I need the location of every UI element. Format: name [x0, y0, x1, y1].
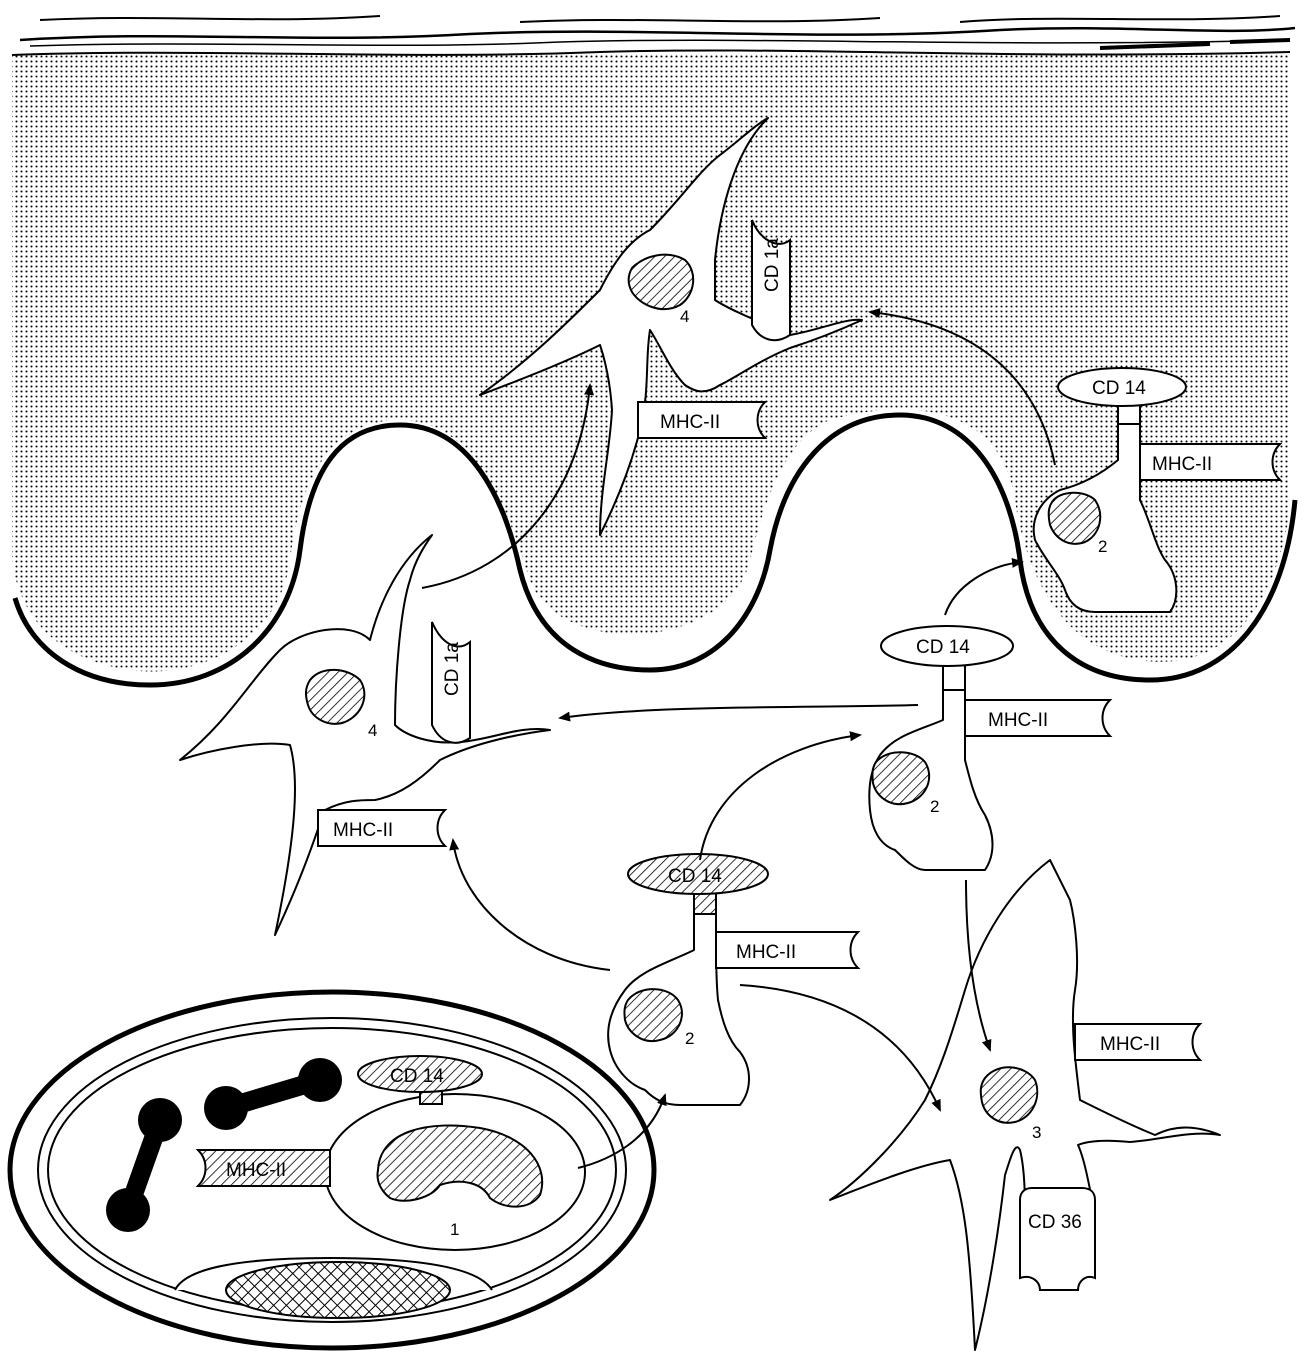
cell-number-4-top: 4 — [680, 307, 689, 326]
mhc2-receptor-vessel: MHC-II — [198, 1150, 330, 1186]
cd1a-label-dermis: CD 1a — [442, 642, 463, 696]
arrow-cell2-to-cell2-upper — [700, 735, 860, 860]
svg-text:CD 14: CD 14 — [390, 1066, 444, 1087]
cd14-receptor-dermis-middle: CD 14 — [628, 854, 768, 914]
svg-text:MHC-II: MHC-II — [333, 820, 393, 841]
nucleus-cell2-epidermis — [1049, 493, 1101, 544]
cell-number-2-epidermis: 2 — [1098, 537, 1107, 556]
cell-number-3: 3 — [1032, 1123, 1041, 1142]
cd1a-label-top: CD 1a — [762, 238, 783, 292]
cell-number-4-dermis: 4 — [368, 721, 377, 740]
cell-number-2-dermis-upper: 2 — [930, 797, 939, 816]
blood-vessel: 1 CD 14 MHC-II — [10, 992, 654, 1348]
cd36-receptor: CD 36 — [1020, 1188, 1095, 1290]
svg-text:MHC-II: MHC-II — [988, 710, 1048, 731]
arrow-cell2-upper-to-cell2-epidermis — [945, 562, 1022, 615]
monocyte-cell-dermis-middle: 2 CD 14 MHC-II — [608, 854, 858, 1105]
arrow-cell2-to-cell4-dermis — [453, 840, 610, 970]
svg-text:CD 14: CD 14 — [916, 637, 970, 658]
svg-text:CD 14: CD 14 — [1092, 378, 1146, 399]
nucleus-cell2-dermis-upper — [872, 752, 929, 804]
monocyte-cell-dermis-upper: 2 CD 14 MHC-II — [869, 626, 1110, 870]
svg-text:MHC-II: MHC-II — [226, 1160, 286, 1181]
svg-text:MHC-II: MHC-II — [660, 412, 720, 433]
svg-text:MHC-II: MHC-II — [1152, 454, 1212, 475]
mhc2-receptor-cell4-top: MHC-II — [638, 402, 765, 438]
mhc2-receptor-cell4-dermis: MHC-II — [318, 810, 445, 846]
mhc2-receptor-cell3: MHC-II — [1075, 1024, 1200, 1060]
dermal-dendritic-cell: 3 MHC-II CD 36 — [830, 860, 1220, 1350]
svg-text:MHC-II: MHC-II — [736, 942, 796, 963]
nucleus-cell4-dermis — [306, 670, 364, 724]
endothelial-nucleus — [226, 1262, 450, 1318]
nucleus-cell2-dermis-middle — [624, 989, 682, 1041]
svg-text:CD 36: CD 36 — [1028, 1212, 1082, 1233]
cell-number-2-dermis-middle: 2 — [685, 1029, 694, 1048]
mhc2-receptor-epidermis-right: MHC-II — [1140, 444, 1280, 480]
arrow-cell2-to-cell3 — [740, 985, 940, 1110]
cd14-receptor-dermis-upper: CD 14 — [881, 626, 1013, 690]
svg-text:CD 14: CD 14 — [668, 866, 722, 887]
nucleus-cell3 — [981, 1067, 1038, 1123]
mhc2-receptor-dermis-middle: MHC-II — [716, 932, 858, 968]
svg-text:MHC-II: MHC-II — [1100, 1034, 1160, 1055]
arrow-cell2-upper-to-cell4-dermis — [560, 705, 918, 718]
cell-number-1: 1 — [450, 1220, 459, 1239]
mhc2-receptor-dermis-upper: MHC-II — [965, 700, 1110, 736]
